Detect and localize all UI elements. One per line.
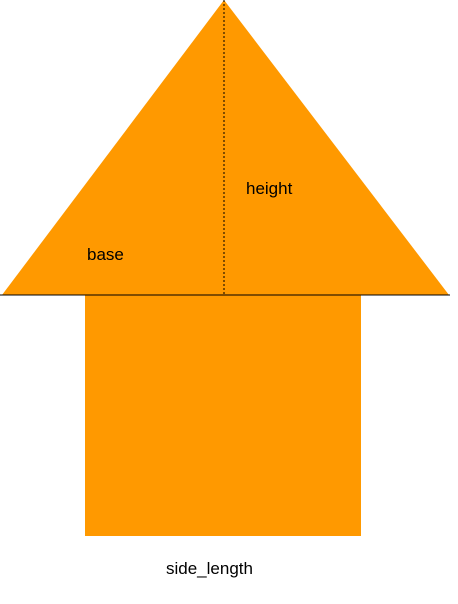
base-label: base <box>87 245 124 264</box>
side-length-label: side_length <box>166 559 253 578</box>
height-label: height <box>246 179 293 198</box>
square-body <box>85 295 361 536</box>
triangle-roof <box>2 0 449 295</box>
